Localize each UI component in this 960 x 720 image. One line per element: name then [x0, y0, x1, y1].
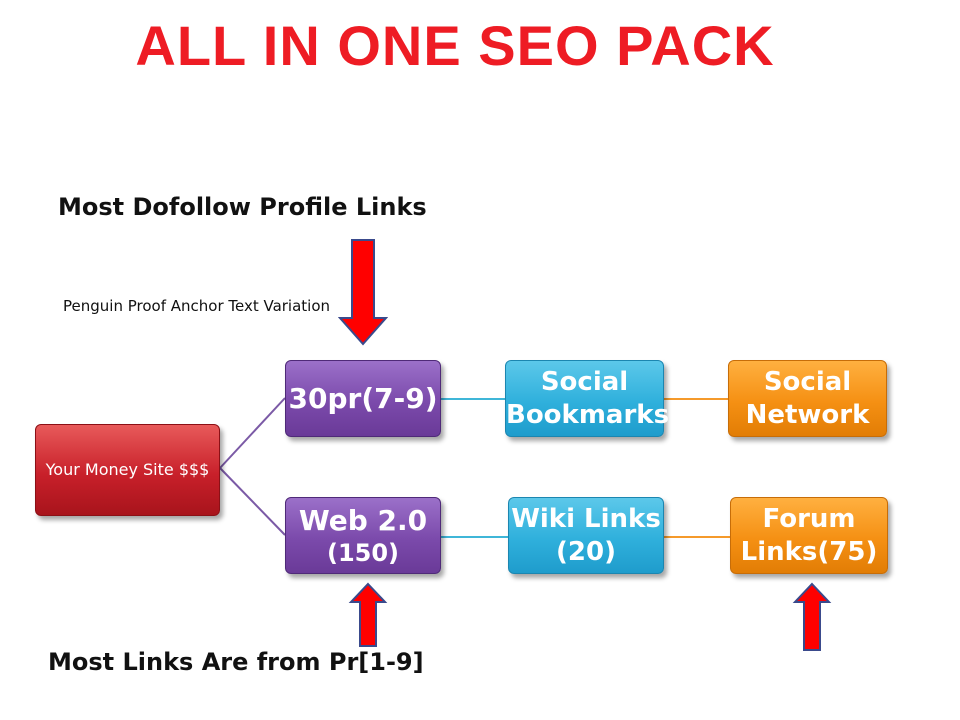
money-site-label: Your Money Site $$$ — [45, 460, 210, 479]
wiki-links-count: (20) — [556, 536, 616, 567]
social-bookmarks-node: Social Bookmarks — [505, 360, 670, 437]
social-network-node: Social Network — [728, 360, 887, 437]
top-heading: Most Dofollow Profile Links — [58, 193, 427, 221]
forum-links-label-line1: Forum — [762, 504, 856, 534]
money-site-node: Your Money Site $$$ — [35, 424, 220, 516]
profile-links-label: 30pr(7-9) — [288, 382, 438, 415]
forum-links-label-line2: Links(75) — [740, 536, 878, 567]
web20-node: Web 2.0 (150) — [285, 497, 441, 574]
social-bookmarks-label-line1: Social — [540, 367, 629, 397]
social-network-label-line1: Social — [763, 367, 852, 397]
profile-links-node: 30pr(7-9) — [285, 360, 441, 437]
connector-money-to-web20 — [219, 467, 286, 536]
wiki-links-node: Wiki Links (20) — [508, 497, 664, 574]
bottom-heading: Most Links Are from Pr[1-9] — [48, 648, 424, 676]
social-bookmarks-label-line2: Bookmarks — [506, 399, 670, 430]
web20-count: (150) — [326, 539, 400, 567]
connector-money-to-profile — [219, 397, 286, 469]
social-network-label-line2: Network — [745, 399, 870, 430]
anchor-text-note: Penguin Proof Anchor Text Variation — [63, 297, 331, 315]
web20-label: Web 2.0 — [298, 504, 428, 537]
page-title: ALL IN ONE SEO PACK — [135, 14, 775, 77]
arrow-up-icon — [792, 582, 832, 651]
arrow-down-icon — [338, 239, 388, 346]
wiki-links-label: Wiki Links — [511, 504, 661, 534]
forum-links-node: Forum Links(75) — [730, 497, 888, 574]
arrow-up-icon — [348, 582, 388, 647]
